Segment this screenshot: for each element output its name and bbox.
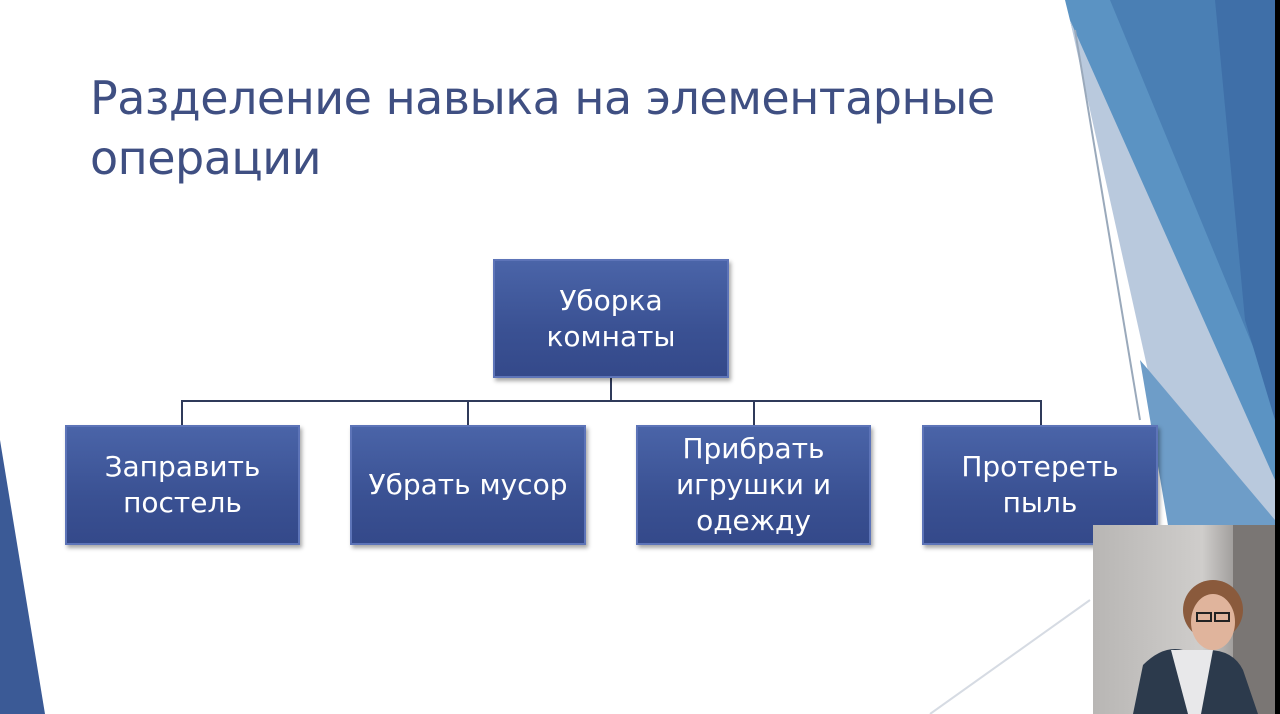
connector-child-4 (1040, 400, 1042, 426)
connector-horizontal (182, 400, 1042, 402)
right-edge-bar (1275, 0, 1280, 714)
node-child-2: Убрать мусор (350, 425, 586, 545)
node-text: Протереть (961, 450, 1119, 483)
connector-root (610, 378, 612, 402)
node-text: Прибрать (682, 432, 825, 465)
node-text: постель (123, 486, 242, 519)
node-text: Убрать мусор (368, 468, 568, 501)
title-line-2: операции (90, 131, 322, 185)
presenter-video (1133, 525, 1275, 714)
connector-child-1 (181, 400, 183, 426)
connector-child-3 (753, 400, 755, 426)
node-text: Уборка (559, 283, 663, 317)
title-line-1: Разделение навыка на элементарные (90, 71, 995, 125)
node-text: пыль (1002, 486, 1078, 519)
node-text: Заправить (104, 450, 261, 483)
slide-title: Разделение навыка на элементарные операц… (90, 68, 995, 188)
webcam-overlay (1093, 525, 1275, 714)
node-text: игрушки и (675, 468, 832, 501)
connector-child-2 (467, 400, 469, 426)
node-text: комнаты (546, 319, 676, 353)
node-text: одежду (696, 504, 811, 537)
